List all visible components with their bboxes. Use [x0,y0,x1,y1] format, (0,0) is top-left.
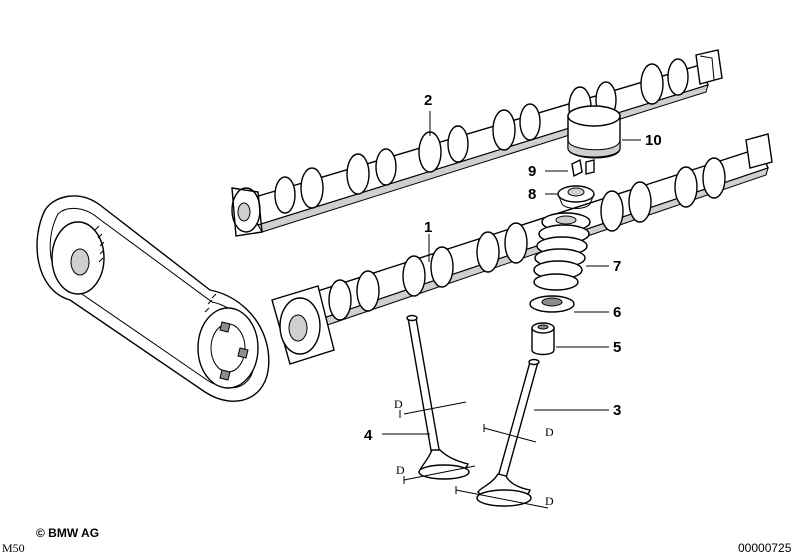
diagram-number: 00000725 [738,541,792,555]
callout-6: 6 [613,304,621,321]
dimension-lines [399,401,549,509]
dimension-label-intake-head: D [545,494,554,508]
callout-9: 9 [528,163,536,180]
callout-7: 7 [613,258,621,275]
spring-seat [529,295,575,313]
exhaust-valve [406,314,470,480]
dimension-label-exhaust-stem: D [394,397,403,411]
model-code: M50 [2,541,25,555]
spring-retainer [557,185,595,209]
dimension-label-exhaust-head: D [396,463,405,477]
callout-5: 5 [613,339,621,356]
dimension-labels: D D D D [394,397,554,508]
footer: © BMW AG M50 00000725 [2,526,792,555]
callout-1: 1 [424,219,432,236]
dimension-label-intake-stem: D [545,425,554,439]
valve-keepers [571,158,595,178]
timing-chain [36,195,270,402]
exhaust-cam-lobes [328,157,726,321]
copyright-text: © BMW AG [36,526,99,540]
hydraulic-lifter [567,105,621,159]
callout-2: 2 [424,92,432,109]
valve-spring [533,212,591,291]
valve-stem-seal [531,322,555,356]
camshaft-exhaust [271,133,773,365]
callout-labels: 2 1 3 4 5 6 7 8 9 10 [364,92,662,444]
callout-10: 10 [645,132,662,149]
intake-valve [476,358,540,507]
callout-3: 3 [613,402,621,419]
leader-lines [382,111,641,435]
callout-8: 8 [528,186,536,203]
callout-4: 4 [364,427,373,444]
